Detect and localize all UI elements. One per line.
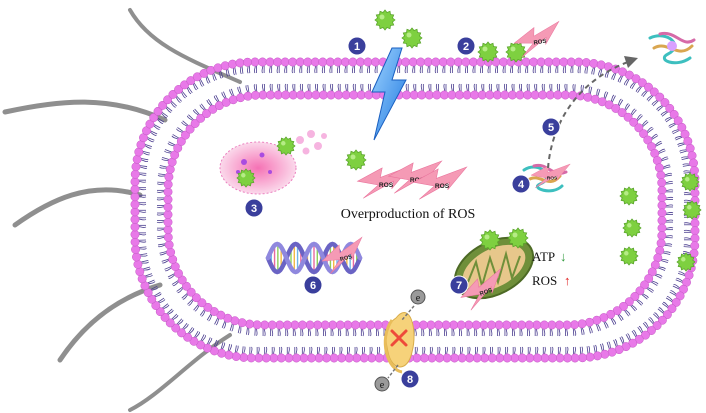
- step-badge-1: 1: [347, 36, 367, 56]
- electron-bottom: e: [374, 376, 390, 392]
- electron-top: e: [410, 289, 426, 305]
- step-badge-2: 2: [456, 36, 476, 56]
- nanoparticle: [682, 200, 702, 220]
- ros-label: ROS: [379, 182, 394, 189]
- step-badge-5: 5: [541, 117, 561, 137]
- ros-label: ROS: [435, 183, 450, 190]
- ros-label: ROS: [547, 175, 558, 181]
- step-badge-6: 6: [303, 275, 323, 295]
- step-number: 5: [548, 122, 554, 134]
- step-badges: 1 2 3 4 5 6 7 8: [244, 36, 561, 389]
- nanoparticle: [676, 252, 696, 272]
- electron-channel: [383, 305, 415, 379]
- nanoparticles-top: [374, 9, 527, 63]
- nanoparticle: [374, 9, 396, 31]
- electron-symbol-bottom: e: [380, 380, 385, 391]
- lightning-icon: [371, 47, 407, 141]
- step-number: 2: [463, 41, 469, 53]
- flagellum-2: [2, 99, 168, 123]
- released-protein: [648, 31, 696, 65]
- ros-indicator: ROS ↑: [532, 273, 571, 288]
- ros-bolt: ROS: [412, 166, 468, 200]
- flagellum-5: [128, 333, 232, 412]
- atp-label: ATP: [532, 249, 555, 264]
- ros-bolt-step6: ROS: [321, 236, 363, 274]
- step-badge-4: 4: [511, 174, 531, 194]
- flagellum-1: [128, 8, 242, 84]
- step-badge-8: 8: [400, 369, 420, 389]
- vacuole: [219, 130, 327, 195]
- nanoparticle: [345, 149, 367, 171]
- ros-label: ROS: [533, 39, 547, 47]
- block-cross-icon: [390, 329, 408, 347]
- step-number: 7: [456, 280, 462, 292]
- nanoparticle: [236, 168, 256, 188]
- nanoparticle: [477, 41, 499, 63]
- ros-bolt: ROS: [513, 20, 560, 58]
- nanoparticle: [507, 227, 529, 249]
- ros-label: ROS: [340, 254, 354, 263]
- nanoparticle: [276, 136, 296, 156]
- atp-indicator: ATP ↓: [532, 249, 567, 264]
- step-badge-3: 3: [244, 198, 264, 218]
- ros-label: ROS: [479, 288, 493, 298]
- efflux-arrow: [547, 56, 638, 169]
- nanoparticle: [622, 218, 642, 238]
- step-number: 6: [310, 280, 316, 292]
- nanoparticle: [619, 186, 639, 206]
- nanoparticle: [619, 246, 639, 266]
- nanoparticle: [680, 172, 700, 192]
- ros-up-arrow: ↑: [564, 273, 571, 288]
- flagellum-4: [57, 282, 163, 363]
- step-number: 3: [251, 203, 257, 215]
- atp-down-arrow: ↓: [560, 249, 567, 264]
- step-badge-7: 7: [449, 275, 469, 295]
- ros-bolt-step2: ROS: [513, 20, 560, 58]
- flagellum-3: [12, 187, 143, 228]
- overproduction-caption: Overproduction of ROS: [341, 207, 476, 222]
- ros-increase-label: ROS: [532, 273, 557, 288]
- nanoparticle: [401, 27, 423, 49]
- ros-bolt-step7: ROS: [460, 267, 502, 311]
- step-number: 1: [354, 41, 360, 53]
- step-number: 4: [518, 179, 525, 191]
- step-number: 8: [407, 374, 413, 386]
- ros-bolt: ROS: [460, 267, 502, 311]
- nanoparticles: [236, 136, 702, 272]
- ros-bolt: ROS: [321, 236, 363, 274]
- electron-symbol-top: e: [416, 293, 421, 304]
- nanoparticle: [479, 229, 501, 251]
